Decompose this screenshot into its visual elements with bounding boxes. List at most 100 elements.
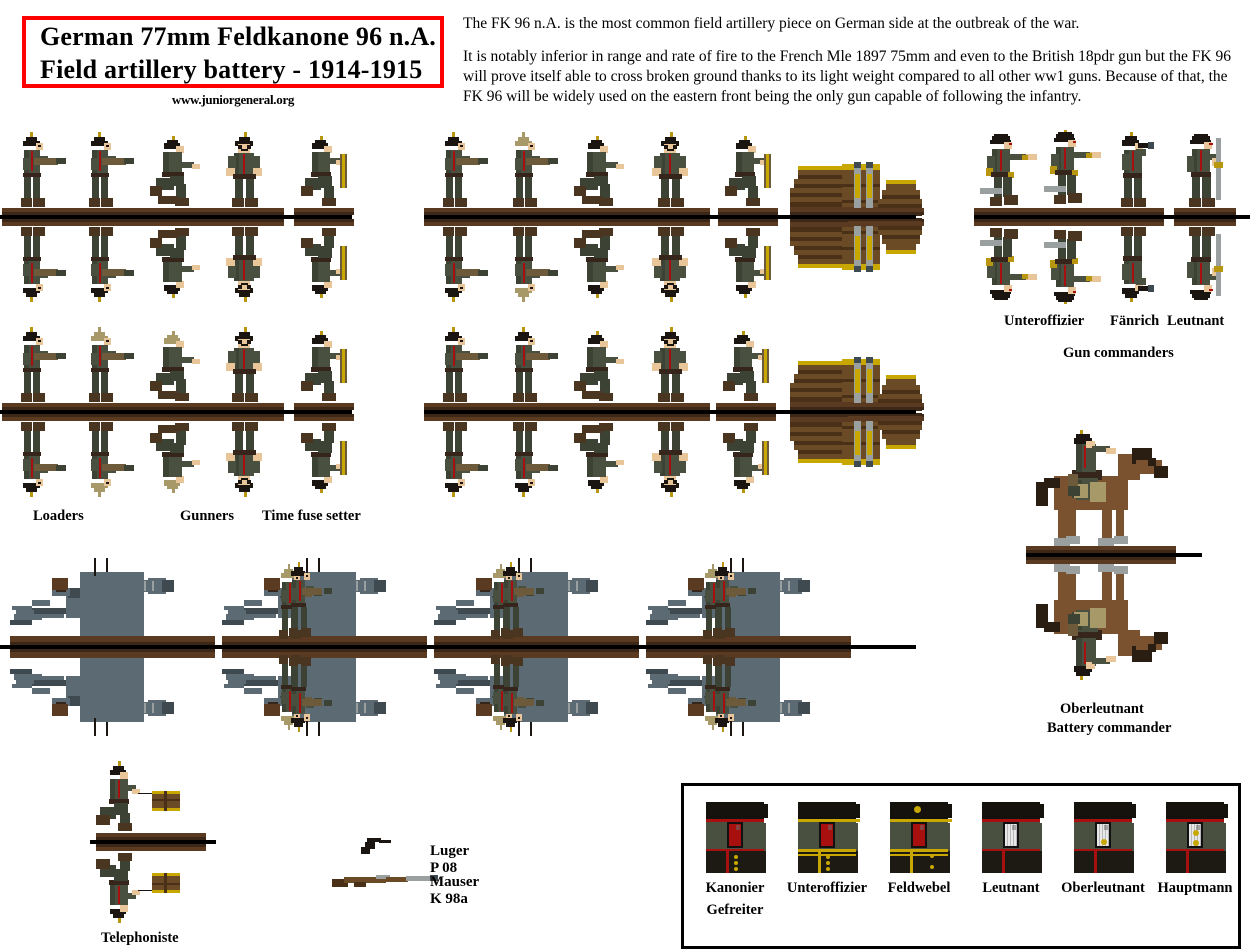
ammo-crates-4-base	[848, 403, 924, 410]
insignia-oberleutnant: Oberleutnant	[1061, 802, 1145, 896]
figure-gunner-standing-4-base	[640, 403, 710, 410]
figure-gunner-kneeling-3-mirror	[142, 414, 218, 421]
figure-loader-1-mirror	[2, 219, 78, 226]
figure-loader-5-base	[2, 403, 78, 410]
pistol-icon	[355, 838, 395, 856]
insignia-lace	[798, 849, 856, 852]
gun-crew-1	[274, 562, 333, 639]
mirror-line-row2	[424, 215, 916, 219]
insignia-button	[914, 806, 921, 813]
figure-gunner-kneeling-4	[572, 329, 630, 410]
figure-fanrich-base	[1106, 208, 1164, 215]
figure-loader-2-mirror	[70, 219, 146, 226]
ammo-crates-2	[848, 158, 924, 216]
insignia-piping	[1166, 849, 1224, 851]
figure-loader-3-base	[424, 208, 500, 215]
insignia-collar	[982, 802, 1040, 822]
insignia-strap-highlight	[1012, 825, 1016, 830]
insignia-lower-side	[1212, 851, 1226, 873]
insignia-pip	[826, 861, 830, 865]
insignia-placket	[1094, 851, 1097, 873]
insignia-pip	[930, 865, 934, 869]
figure-loader-6-mirror-body	[78, 421, 138, 497]
insignia-piping	[982, 849, 1040, 851]
insignia-pip	[734, 867, 738, 871]
figure-loader-4-mirror-body	[502, 226, 562, 302]
figure-loader-6	[78, 327, 138, 410]
figure-loader-1-base	[2, 208, 78, 215]
figure-gunner-standing-2-mirror-body	[648, 226, 692, 302]
figure-unteroffizier-2-mirror	[1038, 219, 1108, 226]
figure-loader-8	[502, 327, 562, 410]
figure-leutnant-mirror	[1174, 219, 1236, 226]
figure-unteroffizier-1-mirror-body	[978, 226, 1040, 302]
label-leutnant: Leutnant	[1167, 313, 1225, 329]
insignia-lower-side	[1120, 851, 1134, 873]
insignia-lower-side	[844, 851, 858, 873]
figure-loader-6-base	[70, 403, 146, 410]
insignia-tunic-side	[936, 823, 950, 851]
figure-fuse-setter-1-base	[294, 208, 354, 215]
insignia-rank-label: Leutnant	[982, 880, 1040, 896]
label-gun-commanders: Gun commanders	[1063, 345, 1174, 361]
figure-loader-8-mirror-body	[502, 421, 562, 497]
insignia-piping	[1166, 819, 1224, 821]
gun-crew-1-mirror	[274, 655, 333, 732]
label-telephoniste: Telephoniste	[101, 930, 179, 946]
figure-fuse-setter-4-mirror	[716, 414, 776, 421]
figure-leutnant-base	[1174, 208, 1236, 215]
insignia-strap-highlight	[920, 825, 924, 830]
insignia-lace	[798, 819, 860, 822]
insignia-lower-side	[752, 851, 766, 873]
insignia-strap-highlight	[736, 825, 740, 830]
gun-crew-3-mirror	[698, 655, 757, 732]
insignia-lower	[1166, 851, 1224, 873]
mirror-line-telephonist	[90, 840, 216, 844]
figure-unteroffizier-1-base	[974, 208, 1044, 215]
insignia-rank-label: Oberleutnant	[1061, 880, 1145, 896]
insignia-panel: Kanonier Gefreiter Unteroffizier	[681, 783, 1241, 949]
figure-loader-7-base	[424, 403, 500, 410]
label-fanrich: Fänrich	[1110, 313, 1160, 329]
field-gun-fk96-1-mirror-base	[10, 649, 215, 658]
figure-loader-3-mirror	[424, 219, 500, 226]
insignia-shoulder-strap	[727, 822, 743, 848]
figure-gunner-kneeling-1-mirror	[142, 219, 218, 226]
figure-mounted-oberleutnant	[1032, 430, 1172, 553]
gun-crew-2-mirror	[486, 655, 545, 732]
figure-loader-3-mirror-body	[432, 226, 492, 302]
figure-gunner-standing-2	[648, 132, 692, 215]
figure-loader-2-mirror-body	[78, 226, 138, 302]
label-gunners: Gunners	[180, 508, 234, 524]
figure-gunner-standing-1-base	[214, 208, 284, 215]
ammo-crates-2-base	[848, 208, 924, 215]
insignia-piping	[982, 819, 1040, 821]
insignia-strap-highlight	[1104, 825, 1108, 830]
insignia-pip	[826, 867, 830, 871]
insignia-pip	[1193, 830, 1199, 836]
figure-gunner-kneeling-2-mirror	[566, 219, 642, 226]
figure-leutnant	[1178, 132, 1226, 215]
figure-gunner-standing-3-base	[214, 403, 284, 410]
figure-loader-5	[10, 327, 70, 410]
figure-leutnant-mirror-body	[1178, 226, 1226, 302]
figure-fuse-setter-2-mirror	[718, 219, 778, 226]
insignia-pip	[734, 855, 738, 859]
figure-loader-5-mirror	[2, 414, 78, 421]
figure-fanrich-mirror-body	[1110, 226, 1156, 302]
figure-fuse-setter-1	[300, 132, 350, 215]
insignia-lace	[890, 849, 948, 852]
label-unteroffizier: Unteroffizier	[1004, 313, 1085, 329]
figure-mounted-oberleutnant-base	[1026, 546, 1176, 553]
figure-gunner-kneeling-2-base	[566, 208, 642, 215]
ammo-crates-3	[790, 353, 886, 410]
figure-gunner-standing-4-mirror	[640, 414, 710, 421]
insignia-piping	[1074, 849, 1132, 851]
ammo-crates-2-mirror-body	[848, 218, 924, 276]
insignia-shoulder-strap	[911, 822, 927, 848]
insignia-unteroffizier: Unteroffizier	[787, 802, 867, 896]
insignia-rank-label: Feldwebel	[887, 880, 951, 896]
field-gun-fk96-4-mirror-base	[646, 649, 851, 658]
figure-gunner-kneeling-1	[148, 134, 206, 215]
field-gun-fk96-1-base	[10, 636, 215, 645]
